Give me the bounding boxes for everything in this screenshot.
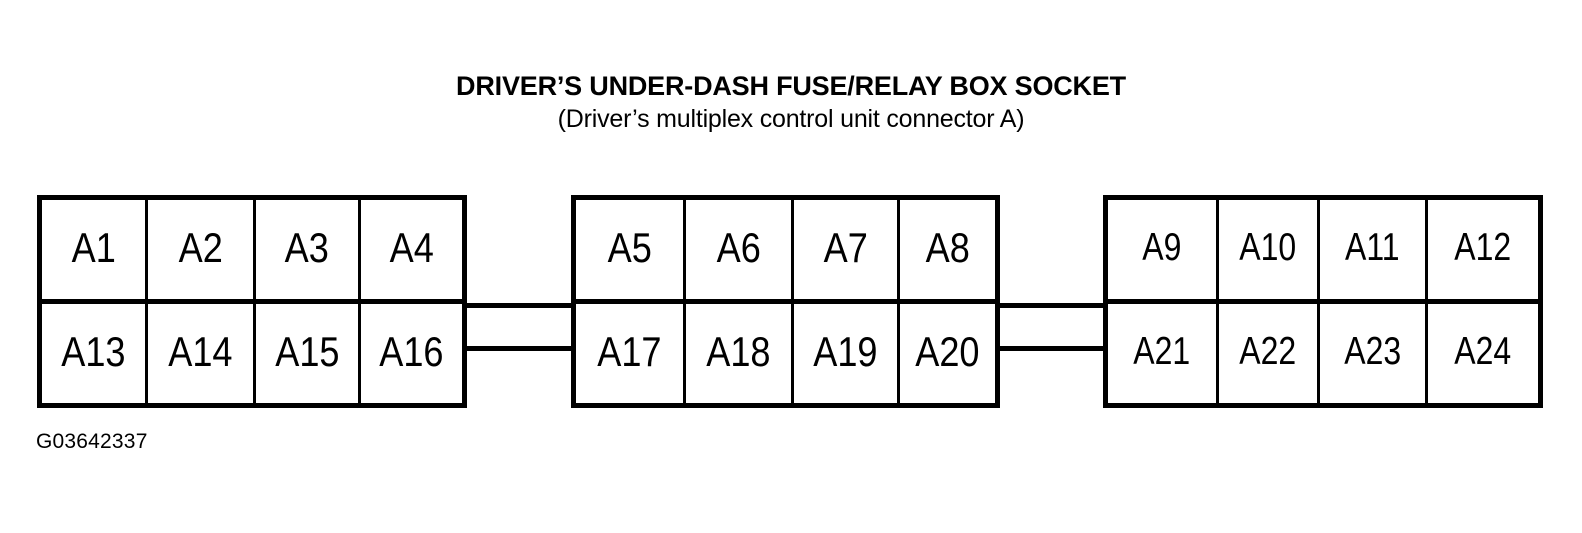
terminal-label: A18 bbox=[706, 327, 771, 375]
terminal-cell[interactable]: A18 bbox=[686, 304, 794, 403]
terminal-label: A12 bbox=[1454, 226, 1512, 269]
terminal-cell[interactable]: A16 bbox=[361, 304, 462, 403]
terminal-label: A23 bbox=[1344, 330, 1401, 373]
terminal-cell[interactable]: A13 bbox=[42, 304, 148, 403]
connector-bridge-line bbox=[465, 303, 573, 308]
terminal-cell[interactable]: A6 bbox=[686, 200, 794, 299]
connector-bridge-line bbox=[997, 346, 1105, 351]
connector-bridge-line bbox=[465, 346, 573, 351]
terminal-label: A8 bbox=[925, 223, 970, 271]
terminal-cell[interactable]: A2 bbox=[148, 200, 256, 299]
terminal-cell[interactable]: A12 bbox=[1428, 200, 1538, 299]
connector-block-right: A9 A10 A11 A12 A21 A22 A23 A24 bbox=[1103, 195, 1543, 408]
terminal-label: A13 bbox=[61, 327, 126, 375]
figure-reference-code: G03642337 bbox=[36, 430, 148, 453]
terminal-cell[interactable]: A5 bbox=[576, 200, 686, 299]
terminal-cell[interactable]: A14 bbox=[148, 304, 256, 403]
terminal-label: A10 bbox=[1239, 226, 1297, 269]
terminal-label: A15 bbox=[274, 327, 340, 375]
terminal-label: A2 bbox=[178, 223, 223, 271]
terminal-cell[interactable]: A7 bbox=[794, 200, 900, 299]
terminal-label: A14 bbox=[168, 327, 233, 375]
terminal-label: A9 bbox=[1142, 226, 1182, 269]
terminal-cell[interactable]: A11 bbox=[1320, 200, 1428, 299]
terminal-label: A17 bbox=[597, 327, 662, 375]
terminal-row-bottom: A17 A18 A19 A20 bbox=[576, 304, 995, 403]
terminal-label: A1 bbox=[71, 223, 116, 271]
connector-block-left: A1 A2 A3 A4 A13 A14 A15 A16 bbox=[37, 195, 467, 408]
terminal-label: A20 bbox=[915, 327, 980, 375]
terminal-label: A3 bbox=[284, 223, 330, 271]
terminal-cell[interactable]: A24 bbox=[1428, 304, 1538, 403]
terminal-row-top: A5 A6 A7 A8 bbox=[576, 200, 995, 304]
terminal-row-top: A9 A10 A11 A12 bbox=[1108, 200, 1538, 304]
figure-heading: DRIVER’S UNDER-DASH FUSE/RELAY BOX SOCKE… bbox=[0, 70, 1582, 134]
terminal-cell[interactable]: A23 bbox=[1320, 304, 1428, 403]
terminal-cell[interactable]: A19 bbox=[794, 304, 900, 403]
terminal-cell[interactable]: A1 bbox=[42, 200, 148, 299]
connector-block-middle: A5 A6 A7 A8 A17 A18 A19 A20 bbox=[571, 195, 1000, 408]
terminal-label: A19 bbox=[813, 327, 878, 375]
terminal-label: A21 bbox=[1133, 330, 1191, 373]
terminal-label: A24 bbox=[1454, 330, 1512, 373]
terminal-cell[interactable]: A8 bbox=[900, 200, 995, 299]
terminal-label: A11 bbox=[1345, 226, 1400, 269]
terminal-label: A4 bbox=[389, 223, 434, 271]
terminal-cell[interactable]: A9 bbox=[1108, 200, 1219, 299]
terminal-label: A6 bbox=[716, 223, 761, 271]
terminal-cell[interactable]: A3 bbox=[256, 200, 361, 299]
connector-bridge-line bbox=[997, 303, 1105, 308]
terminal-cell[interactable]: A15 bbox=[256, 304, 361, 403]
terminal-cell[interactable]: A10 bbox=[1219, 200, 1320, 299]
terminal-label: A7 bbox=[823, 223, 868, 271]
terminal-cell[interactable]: A20 bbox=[900, 304, 995, 403]
terminal-cell[interactable]: A21 bbox=[1108, 304, 1219, 403]
terminal-label: A5 bbox=[607, 223, 652, 271]
terminal-cell[interactable]: A4 bbox=[361, 200, 462, 299]
page-title: DRIVER’S UNDER-DASH FUSE/RELAY BOX SOCKE… bbox=[456, 71, 1126, 101]
terminal-row-top: A1 A2 A3 A4 bbox=[42, 200, 462, 304]
terminal-label: A16 bbox=[379, 327, 444, 375]
terminal-cell[interactable]: A22 bbox=[1219, 304, 1320, 403]
page-subtitle: (Driver’s multiplex control unit connect… bbox=[557, 105, 1025, 133]
terminal-label: A22 bbox=[1239, 330, 1297, 373]
terminal-row-bottom: A13 A14 A15 A16 bbox=[42, 304, 462, 403]
terminal-row-bottom: A21 A22 A23 A24 bbox=[1108, 304, 1538, 403]
terminal-cell[interactable]: A17 bbox=[576, 304, 686, 403]
